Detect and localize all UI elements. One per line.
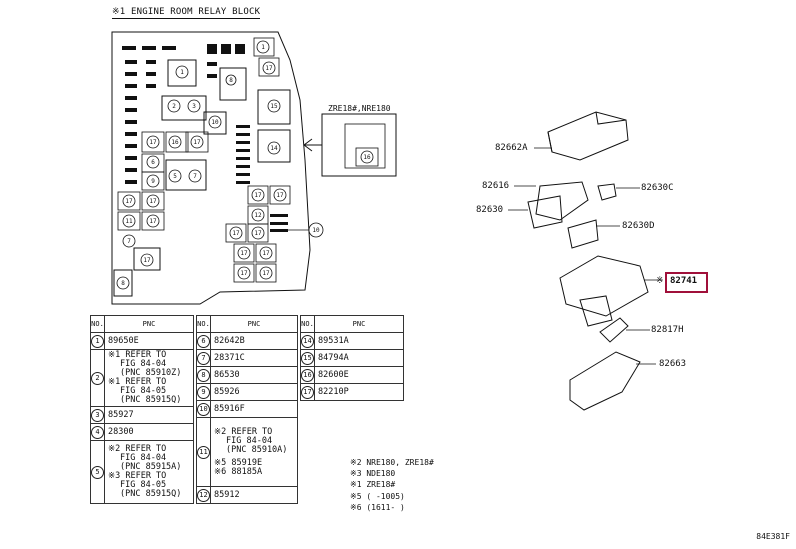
svg-text:9: 9 [151,178,155,185]
svg-text:17: 17 [240,250,248,257]
pnc-value[interactable]: 28371C [210,349,298,367]
svg-text:12: 12 [254,212,262,219]
callout-82616[interactable]: 82616 [482,181,510,191]
diagram-title: ※1 ENGINE ROOM RELAY BLOCK [112,7,261,19]
fuse-slots [122,44,288,232]
pnc-value[interactable]: 84794A [314,349,404,367]
svg-text:17: 17 [276,192,284,199]
pnc-value[interactable]: 85926 [210,383,298,401]
callout-82630[interactable]: 82630 [476,205,504,215]
svg-text:17: 17 [240,270,248,277]
svg-text:17: 17 [232,230,240,237]
highlight-box [665,272,708,293]
footnote: ※3 NDE180 [350,469,396,479]
inset-arrow [303,138,322,152]
pnc-value[interactable]: 89650E [104,332,194,350]
relay-block-outline [111,31,311,305]
callout-82741-prefix: ※ [656,276,664,286]
svg-text:17: 17 [149,198,157,205]
row-no: 1 [91,334,104,348]
header-pnc: PNC [104,315,194,333]
svg-text:17: 17 [254,192,262,199]
svg-text:5: 5 [173,173,177,180]
pnc-value[interactable]: 85912 [210,486,298,504]
fuse-boxes [117,37,291,283]
header-no: NO. [90,315,105,333]
svg-text:17: 17 [149,218,157,225]
callout-82817H[interactable]: 82817H [651,325,684,335]
svg-text:14: 14 [270,145,278,152]
svg-text:17: 17 [262,250,270,257]
pnc-value[interactable]: 28300 [104,423,194,441]
svg-text:16: 16 [171,139,179,146]
svg-text:11: 11 [125,218,133,225]
pnc-value[interactable]: 82600E [314,366,404,384]
svg-text:10: 10 [211,119,219,126]
callout-82630D[interactable]: 82630D [622,221,655,231]
svg-text:1: 1 [180,69,184,76]
svg-text:7: 7 [127,238,131,245]
relay-boxes [113,59,291,297]
svg-text:8: 8 [229,77,233,84]
svg-text:8: 8 [121,280,125,287]
pnc-value[interactable]: 82642B [210,332,298,350]
figure-code: 84E381F [756,532,790,541]
fuse-circles [116,40,374,290]
footnotes: ※2 NRE180, ZRE18# ※3 NDE180 ※1 ZRE18# ※5… [350,457,434,513]
svg-text:17: 17 [193,139,201,146]
footnote: ※1 ZRE18# [350,480,396,490]
footnote: ※6 (1611- ) [350,502,405,512]
pnc-value[interactable]: 82210P [314,383,404,401]
svg-text:15: 15 [270,103,278,110]
circle-num: 1 [261,44,265,51]
callout-82662A[interactable]: 82662A [495,143,528,153]
pnc-value[interactable]: 85927 [104,406,194,424]
callout-82741[interactable]: 82741 [670,276,698,286]
leader-lines [508,147,662,365]
pnc-value[interactable]: 85916F [210,400,298,418]
inset-label: ZRE18#,NRE180 [328,104,391,113]
svg-text:10: 10 [312,227,320,234]
svg-text:3: 3 [192,103,196,110]
svg-text:17: 17 [262,270,270,277]
svg-text:17: 17 [254,230,262,237]
svg-text:17: 17 [149,139,157,146]
svg-text:17: 17 [265,65,273,72]
callout-82630C[interactable]: 82630C [641,183,674,193]
svg-text:17: 17 [125,198,133,205]
svg-text:2: 2 [172,103,176,110]
callout-82663[interactable]: 82663 [659,359,687,369]
svg-text:16: 16 [363,154,371,161]
svg-text:17: 17 [143,257,151,264]
pnc-value[interactable]: 89531A [314,332,404,350]
pnc-value[interactable]: 86530 [210,366,298,384]
footnote: ※5 ( -1005) [350,491,405,501]
svg-text:7: 7 [193,173,197,180]
part-drawings [527,111,649,411]
footnote: ※2 NRE180, ZRE18# [350,458,434,467]
svg-text:6: 6 [151,159,155,166]
